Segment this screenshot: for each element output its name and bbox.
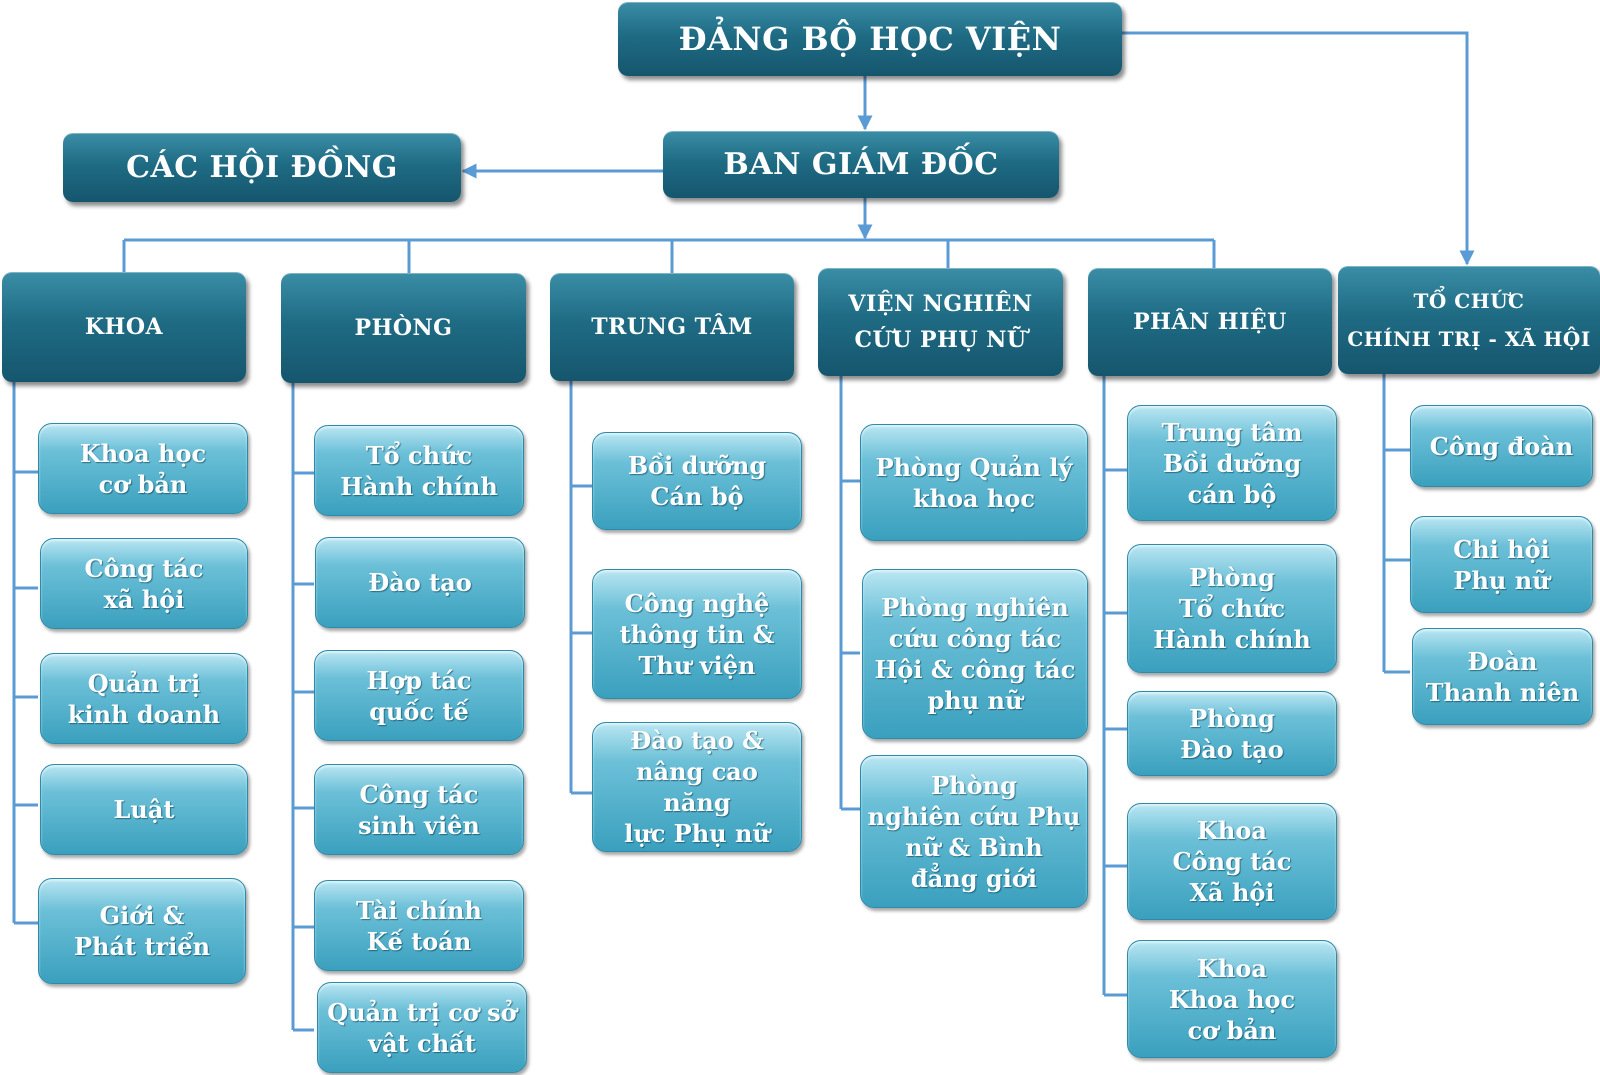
institute-item-women-gender-equality-research: Phòng nghiên cứu Phụ nữ & Bình đẳng giới bbox=[860, 755, 1088, 908]
khoa-item-social-work: Công tác xã hội bbox=[40, 538, 248, 629]
branch-item-basic-sciences-faculty: Khoa Khoa học cơ bản bbox=[1127, 940, 1337, 1058]
center-item-it-library: Công nghệ thông tin & Thư viện bbox=[592, 569, 802, 699]
group-header-branch: PHÂN HIỆU bbox=[1088, 268, 1332, 376]
councils-box: CÁC HỘI ĐỒNG bbox=[63, 133, 461, 202]
phong-item-international-cooperation: Hợp tác quốc tế bbox=[314, 650, 524, 741]
branch-item-training: Phòng Đào tạo bbox=[1127, 691, 1337, 776]
board-of-directors-box: BAN GIÁM ĐỐC bbox=[663, 131, 1059, 198]
org-item-trade-union: Công đoàn bbox=[1410, 405, 1593, 487]
khoa-item-business-administration: Quản trị kinh doanh bbox=[40, 653, 248, 744]
phong-item-finance-accounting: Tài chính Kế toán bbox=[314, 880, 524, 971]
group-header-women-research-institute: VIỆN NGHIÊN CỨU PHỤ NỮ bbox=[818, 268, 1063, 376]
khoa-item-basic-sciences: Khoa học cơ bản bbox=[38, 423, 248, 514]
org-item-women-association: Chi hội Phụ nữ bbox=[1410, 516, 1593, 613]
institute-item-union-women-work-research: Phòng nghiên cứu công tác Hội & công tác… bbox=[862, 569, 1088, 739]
phong-item-student-affairs: Công tác sinh viên bbox=[314, 764, 524, 855]
phong-item-facilities-management: Quản trị cơ sở vật chất bbox=[317, 982, 527, 1073]
party-committee-box: ĐẢNG BỘ HỌC VIỆN bbox=[618, 2, 1122, 76]
center-item-staff-training: Bồi dưỡng Cán bộ bbox=[592, 432, 802, 530]
group-header-departments: PHÒNG bbox=[281, 273, 526, 383]
phong-item-organization-administration: Tổ chức Hành chính bbox=[314, 425, 524, 516]
branch-item-organization-administration: Phòng Tổ chức Hành chính bbox=[1127, 544, 1337, 673]
khoa-item-law: Luật bbox=[40, 764, 248, 855]
group-header-political-social-orgs: TỔ CHỨC CHÍNH TRỊ - XÃ HỘI bbox=[1338, 266, 1600, 374]
org-item-youth-union: Đoàn Thanh niên bbox=[1412, 628, 1593, 725]
institute-item-science-management: Phòng Quản lý khoa học bbox=[860, 424, 1088, 541]
branch-item-social-work-faculty: Khoa Công tác Xã hội bbox=[1127, 803, 1337, 920]
phong-item-training: Đào tạo bbox=[315, 537, 525, 628]
group-header-centers: TRUNG TÂM bbox=[550, 273, 794, 381]
arrow-party-to-political-orgs bbox=[1122, 31, 1475, 266]
khoa-item-gender-development: Giới & Phát triển bbox=[38, 878, 246, 984]
center-item-women-capacity-training: Đào tạo & nâng cao năng lực Phụ nữ bbox=[592, 722, 802, 852]
branch-item-staff-training-center: Trung tâm Bồi dưỡng cán bộ bbox=[1127, 405, 1337, 521]
group-header-faculties: KHOA bbox=[2, 272, 246, 382]
